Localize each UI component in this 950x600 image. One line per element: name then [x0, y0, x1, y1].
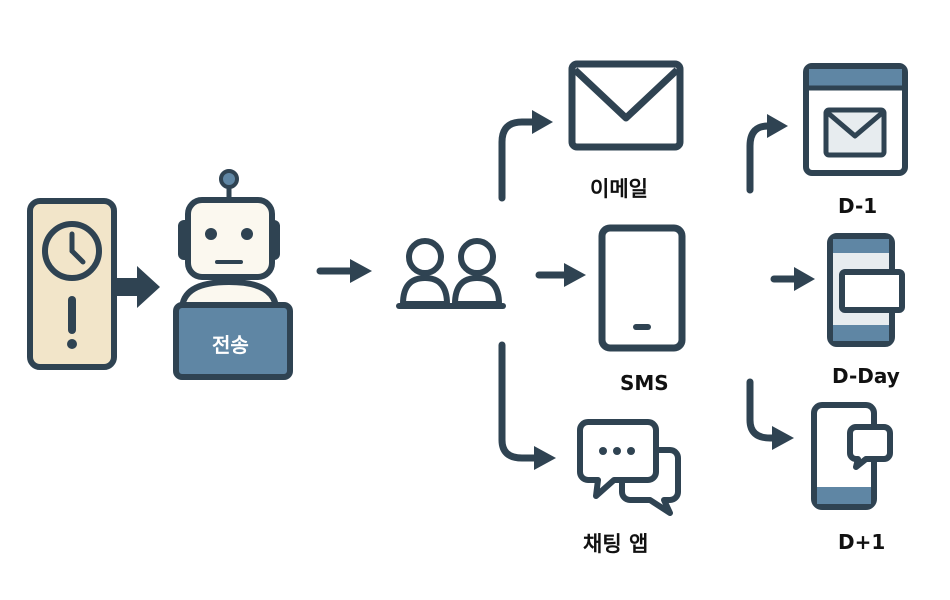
chat-bubbles-icon — [577, 419, 681, 516]
arrow-to-d-minus-1-icon — [746, 114, 788, 194]
arrow-to-d-plus-1-icon — [746, 378, 794, 450]
email-label: 이메일 — [590, 177, 648, 201]
arrow-to-robot-icon — [117, 266, 160, 308]
arrow-to-email-icon — [498, 110, 553, 202]
chat-app-label: 채팅 앱 — [583, 532, 649, 556]
d-day-label: D-Day — [832, 364, 900, 388]
d-plus-1-label: D+1 — [838, 530, 886, 554]
reminder-phone-icon — [827, 233, 905, 347]
arrow-to-sms-icon — [535, 263, 586, 287]
arrow-to-chat-icon — [498, 341, 556, 470]
arrow-to-d-day-icon — [770, 267, 815, 291]
envelope-icon — [568, 60, 684, 151]
arrow-to-users-icon — [316, 259, 372, 283]
send-button[interactable] — [173, 302, 293, 380]
sms-phone-icon — [598, 224, 686, 352]
d-minus-1-label: D-1 — [838, 194, 878, 218]
users-icon — [396, 238, 506, 309]
alert-phone-icon — [27, 198, 117, 370]
send-button-label: 전송 — [212, 333, 249, 357]
sms-label: SMS — [620, 371, 669, 395]
chat-phone-icon — [811, 402, 893, 510]
robot-icon — [178, 169, 280, 313]
email-window-icon — [803, 63, 908, 176]
